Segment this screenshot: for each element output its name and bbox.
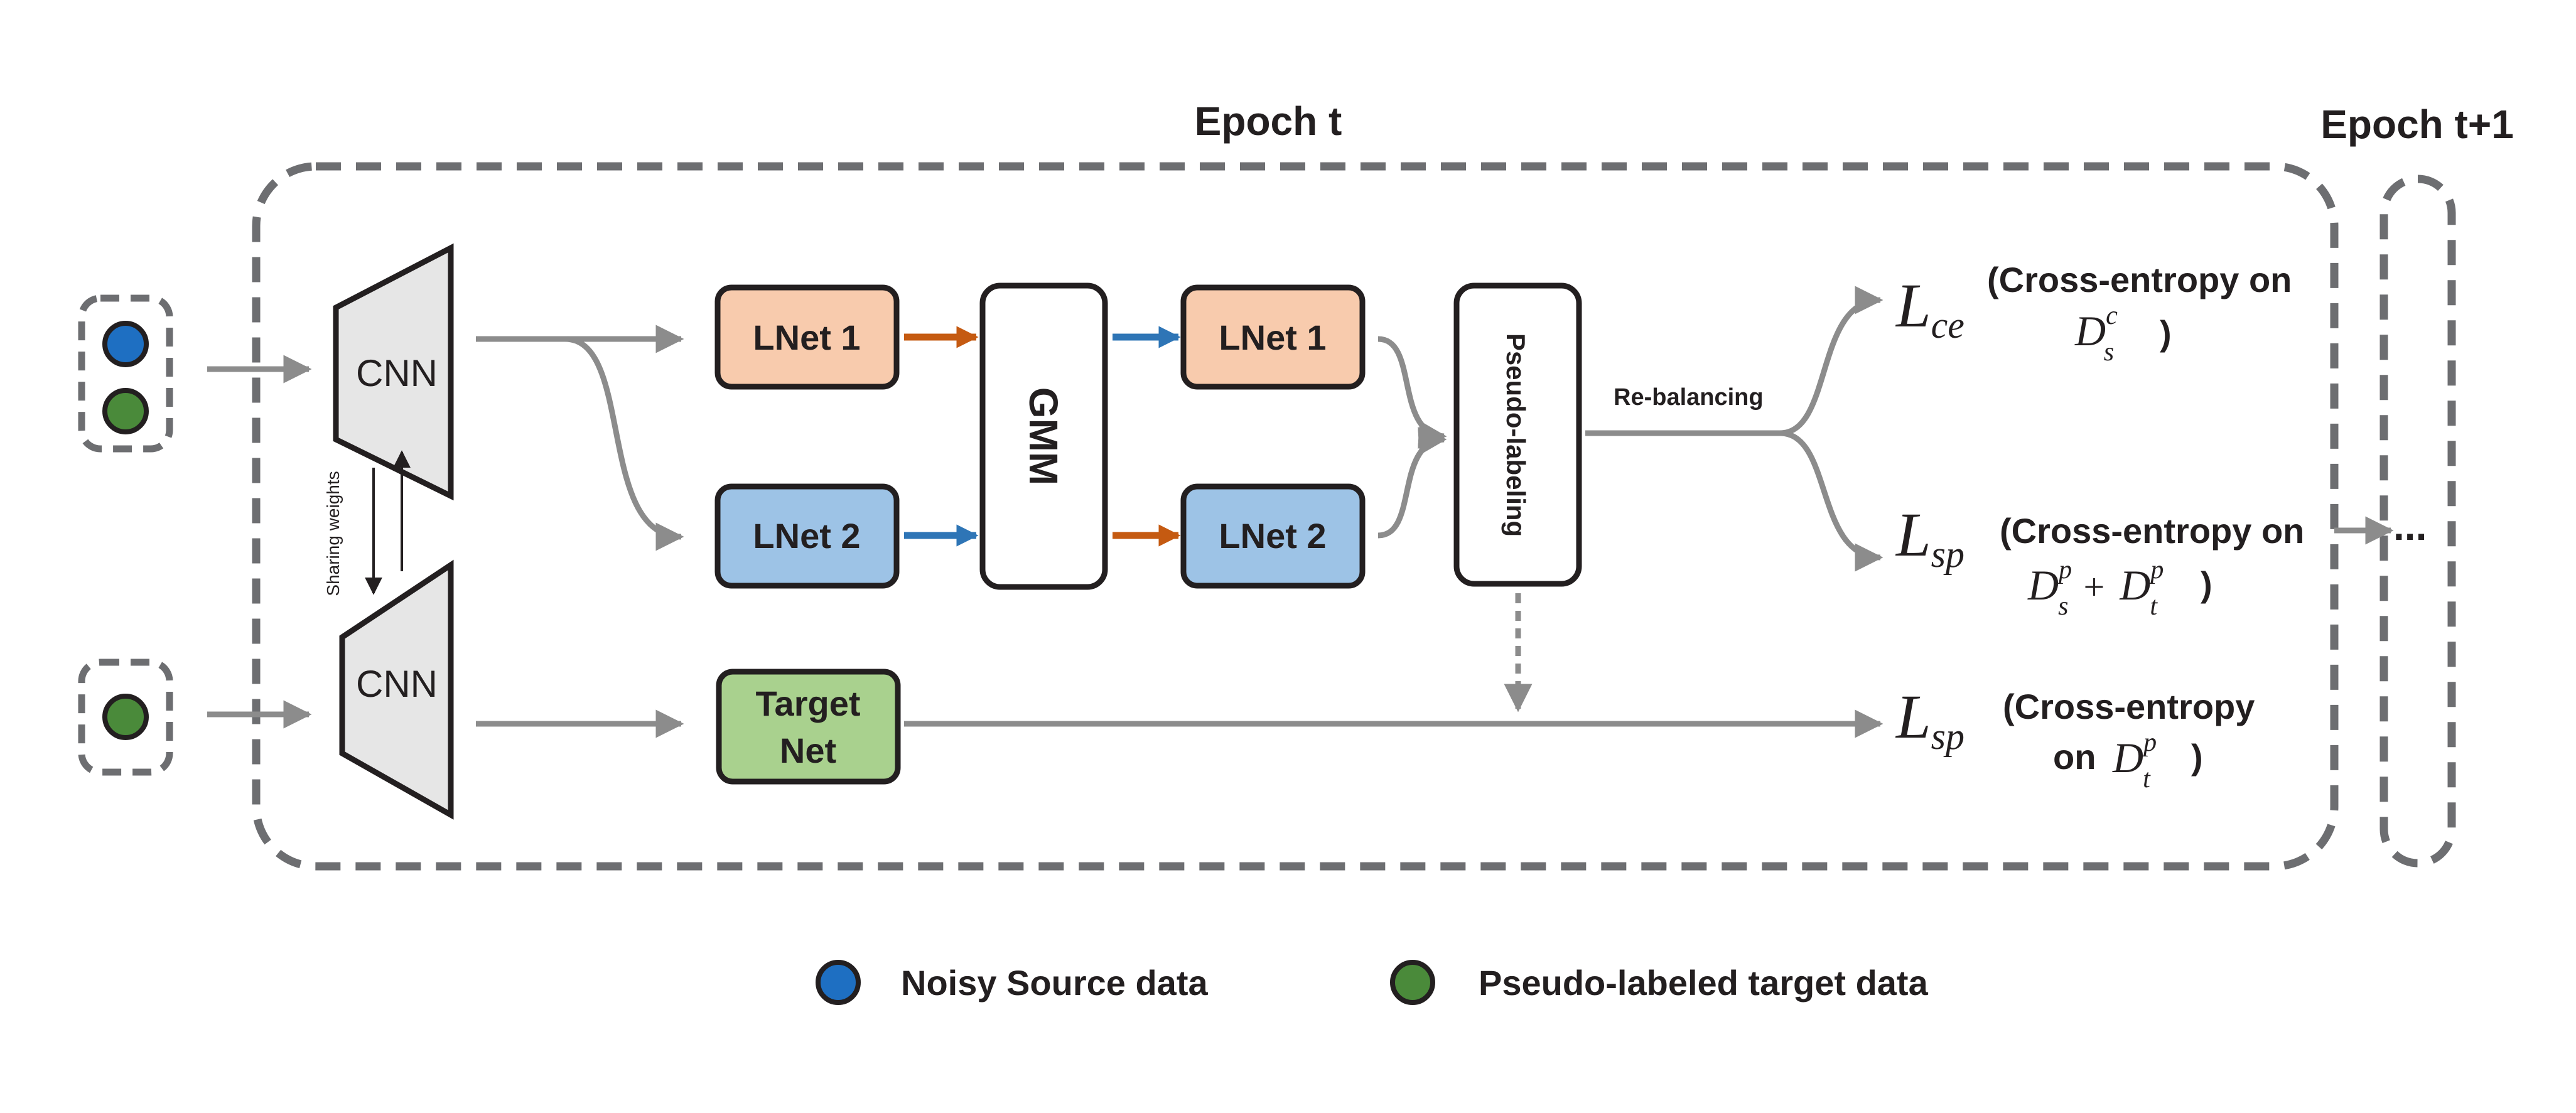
loss-lsp-target-on: on (2053, 737, 2096, 777)
cnn-top-label: CNN (356, 352, 438, 394)
lnet1-block-b: LNet 1 (1180, 284, 1366, 390)
arrow-to-lsp-source (1779, 430, 1883, 572)
lnet2-b-label: LNet 2 (1219, 516, 1326, 556)
arrow-lnet1-to-pseudo (1377, 336, 1447, 449)
loss-lsp-source-symbol: Lsp (1895, 500, 1964, 575)
pseudo-labeling-label: Pseudo-labeling (1501, 333, 1531, 537)
epoch-next-container (2379, 175, 2456, 868)
source-dot-noisy (102, 321, 149, 367)
legend-pseudo-target-swatch (1390, 960, 1435, 1005)
legend-pseudo-target-label: Pseudo-labeled target data (1479, 963, 1929, 1003)
lnet1-block-a: LNet 1 (714, 284, 900, 390)
arrow-to-lce (1779, 286, 1883, 436)
cnn-encoder-top: CNN (333, 243, 454, 501)
lnet1-b-label: LNet 1 (1219, 318, 1326, 357)
rebalancing-label: Re-balancing (1614, 384, 1764, 411)
source-dot-pseudo (102, 388, 149, 434)
target-dot-pseudo (102, 694, 149, 740)
loss-lsp-target-close: ) (2191, 737, 2203, 777)
loss-lsp-source-close: ) (2201, 564, 2212, 604)
target-net-label-2: Net (780, 731, 836, 770)
source-input-group (78, 294, 173, 453)
lnet1-a-label: LNet 1 (753, 318, 860, 357)
sharing-weights-label: Sharing weights (323, 471, 343, 596)
legend-noisy-source-label: Noisy Source data (901, 963, 1208, 1003)
loss-lsp-target-desc: (Cross-entropy (2003, 687, 2255, 726)
epoch-next-title: Epoch t+1 (2320, 102, 2514, 147)
lnet2-a-label: LNet 2 (753, 516, 860, 556)
cnn-encoder-bottom: CNN (339, 559, 454, 820)
pseudo-labeling-block: Pseudo-labeling (1453, 282, 1582, 587)
target-net-block: Target Net (716, 669, 901, 785)
cnn-bottom-label: CNN (356, 663, 438, 705)
gmm-label: GMM (1021, 387, 1066, 485)
gmm-block: GMM (979, 282, 1108, 590)
arrow-cnn-to-lnet2 (564, 336, 684, 551)
loss-lsp-target-symbol: Lsp (1895, 682, 1964, 757)
epoch-t-container (252, 162, 2339, 871)
lnet2-block-b: LNet 2 (1180, 483, 1366, 589)
epoch-t-title: Epoch t (1195, 99, 1342, 144)
legend-noisy-source-swatch (816, 960, 861, 1005)
loss-lsp-source-desc: (Cross-entropy on (2000, 511, 2304, 551)
loss-lce-close: ) (2160, 313, 2172, 353)
target-net-label-1: Target (756, 684, 861, 723)
loss-lce-desc: (Cross-entropy on (1987, 260, 2292, 299)
loss-lce-symbol: Lce (1895, 271, 1964, 346)
legend: Noisy Source data Pseudo-labeled target … (816, 960, 1929, 1005)
lnet2-block-a: LNet 2 (714, 483, 900, 589)
arrow-lnet2-to-pseudo (1377, 427, 1447, 539)
continuation-ellipsis: ... (2393, 503, 2427, 549)
